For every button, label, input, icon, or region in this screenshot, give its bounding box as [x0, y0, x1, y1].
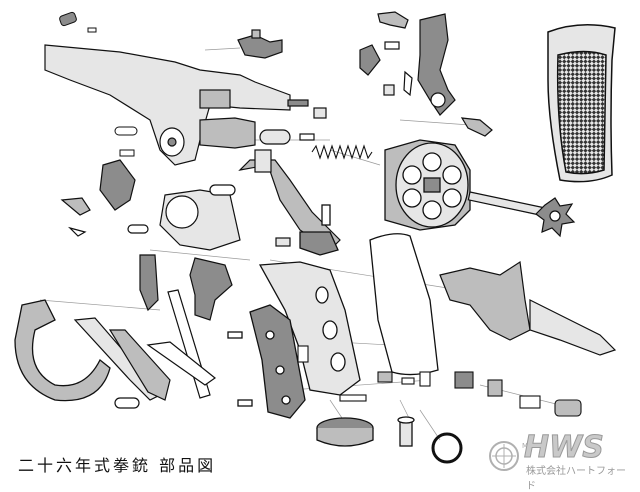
crane-assembly [199, 99, 327, 149]
trigger-guard-part [14, 299, 111, 402]
screws-and-pins-bottom [297, 345, 582, 417]
hammer-part [359, 11, 493, 137]
small-pins-top [59, 11, 138, 157]
ejector-rod-part [467, 191, 576, 238]
watermark-logo: MFG HWS 株式会社ハートフォード [482, 430, 632, 492]
checkered-grip-panel [547, 24, 616, 183]
cover-plate-part [227, 304, 306, 419]
watermark-tag: MFG [522, 442, 538, 450]
mainspring [311, 144, 373, 160]
exploded-parts-diagram [14, 11, 617, 464]
frame-rear-part [439, 260, 617, 356]
butt-cap-and-ring-parts [316, 416, 463, 464]
lever-parts [73, 317, 217, 409]
watermark-logo-text: HWS [524, 430, 605, 466]
seal-icon [489, 441, 519, 471]
watermark-company: 株式会社ハートフォード [526, 466, 626, 492]
grip-frame-part [258, 204, 361, 396]
frame-barrel-part [44, 44, 291, 166]
rear-sight-part [237, 29, 283, 59]
frame-sideplate-part [159, 149, 341, 251]
diagram-caption: 二十六年式拳銃 部品図 [18, 456, 217, 475]
cylinder-part [384, 139, 471, 231]
plain-grip-panel [369, 233, 439, 376]
pawl-and-latch-parts [60, 159, 149, 237]
